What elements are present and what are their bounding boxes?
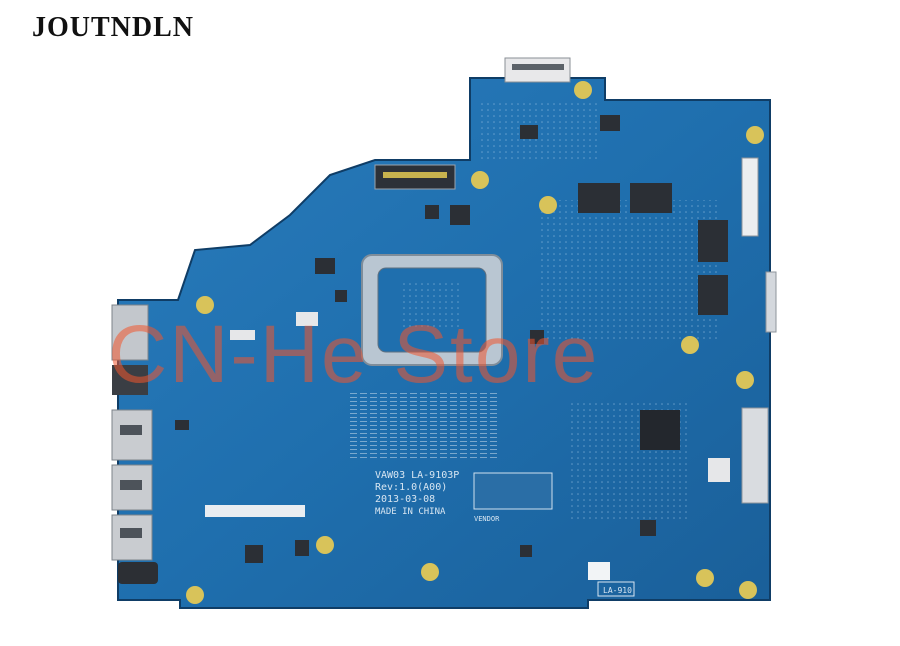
brand-title: JOUTNDLN xyxy=(32,12,195,43)
ribbon-connector-3 xyxy=(708,458,730,482)
ribbon-connector-1 xyxy=(230,330,255,340)
white-square-pad xyxy=(588,562,610,580)
audio-jack xyxy=(118,562,158,584)
board-model-label: VAW03 LA-9103P xyxy=(375,470,459,481)
side-connector-right-small xyxy=(765,271,777,333)
barcode-sticker xyxy=(473,472,553,510)
mount-hole xyxy=(736,371,754,389)
corner-board-label: LA-910 xyxy=(603,586,632,595)
mount-hole xyxy=(186,586,204,604)
white-label-sticker xyxy=(205,505,305,517)
mount-hole xyxy=(574,81,592,99)
ram-chip-1 xyxy=(578,183,620,213)
mount-hole xyxy=(421,563,439,581)
ethernet-jack-left xyxy=(112,365,148,395)
mount-hole xyxy=(739,581,757,599)
display-connector xyxy=(741,157,759,237)
mount-hole xyxy=(696,569,714,587)
side-connector-right xyxy=(741,407,769,504)
ram-chip-2 xyxy=(630,183,672,213)
trace-grid xyxy=(350,390,500,460)
mount-hole xyxy=(316,536,334,554)
mount-hole xyxy=(196,296,214,314)
ribbon-connector-2 xyxy=(296,312,318,326)
mount-hole xyxy=(746,126,764,144)
mount-hole xyxy=(681,336,699,354)
chipset xyxy=(640,410,680,450)
board-rev-label: Rev:1.0(A00) xyxy=(375,482,447,493)
mount-hole xyxy=(471,171,489,189)
mount-hole xyxy=(539,196,557,214)
vendor-label: VENDOR xyxy=(474,515,500,523)
ram-chip-4 xyxy=(698,275,728,315)
dense-area-top xyxy=(480,100,600,160)
ram-chip-3 xyxy=(698,220,728,262)
dense-area-top-right xyxy=(540,200,720,340)
board-date-label: 2013-03-08 xyxy=(375,494,435,505)
ethernet-port xyxy=(111,304,149,361)
small-components xyxy=(175,115,656,563)
store-watermark: CN-He Store xyxy=(108,309,599,400)
board-origin-label: MADE IN CHINA xyxy=(375,507,446,517)
